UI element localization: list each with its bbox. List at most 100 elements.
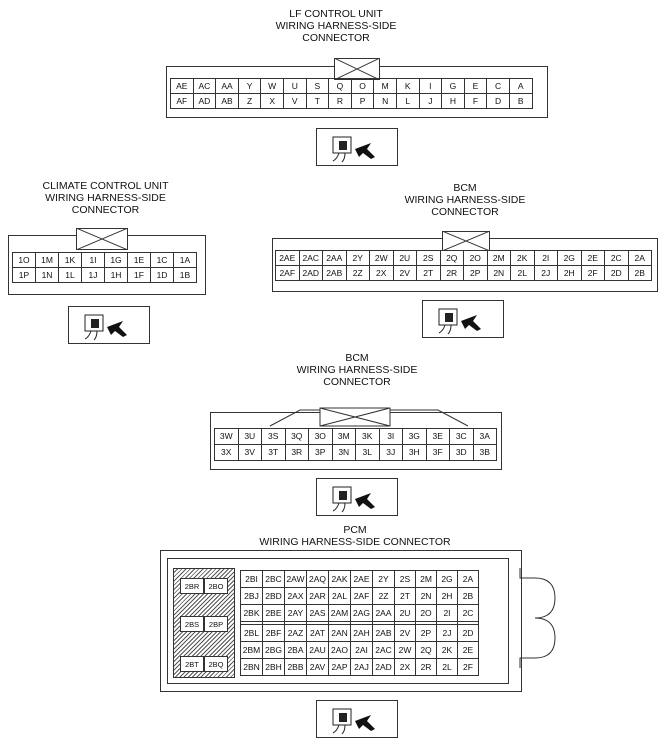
pin-cell: AE — [171, 79, 194, 94]
pin-cell: 2B — [458, 588, 479, 605]
pin-cell: 2P — [416, 625, 437, 642]
pin-cell: 2AY — [285, 605, 307, 622]
pin-cell: 2AM — [329, 605, 351, 622]
pin-cell: 2T — [417, 266, 441, 281]
climate-lock-icon — [76, 228, 128, 250]
pin-row-gap — [241, 622, 263, 625]
pin-cell: 2AZ — [285, 625, 307, 642]
pin-cell: AB — [216, 94, 239, 109]
pin-cell: 2J — [534, 266, 558, 281]
lf-view-arrow-icon — [316, 128, 398, 166]
pin-cell: 2AK — [329, 571, 351, 588]
pin-cell: 2AJ — [351, 659, 373, 676]
pin-cell: 2X — [370, 266, 394, 281]
pin-cell: 1L — [59, 268, 82, 283]
pin-cell: 2BF — [263, 625, 285, 642]
pin-cell: A — [509, 79, 533, 94]
pin-cell: 2AU — [307, 642, 329, 659]
pin-cell: H — [442, 94, 465, 109]
pin-cell: N — [374, 94, 397, 109]
pin-cell: 2AG — [351, 605, 373, 622]
pin-cell: 2BI — [241, 571, 263, 588]
pin-cell: 2E — [458, 642, 479, 659]
pin-cell: 1J — [82, 268, 105, 283]
pin-row-gap — [458, 622, 479, 625]
pin-cell: J — [419, 94, 443, 109]
pin-cell: 1I — [82, 253, 105, 268]
bcm2-view-arrow-icon — [316, 478, 398, 516]
pin-cell: 2AA — [373, 605, 395, 622]
pin-cell: AF — [171, 94, 194, 109]
pin-cell: 2AV — [307, 659, 329, 676]
pin-cell: 2S — [417, 251, 441, 266]
pin-cell: Q — [329, 79, 352, 94]
climate-title: CLIMATE CONTROL UNIT WIRING HARNESS-SIDE… — [42, 180, 169, 216]
pin-cell: 1C — [151, 253, 174, 268]
pin-cell: 2AB — [323, 266, 347, 281]
pin-cell: 2R — [416, 659, 437, 676]
pin-cell: 3D — [450, 445, 474, 461]
pin-cell: 2Q — [440, 251, 464, 266]
bcm1-title: BCM WIRING HARNESS-SIDE CONNECTOR — [404, 182, 526, 218]
pin-cell: 1F — [128, 268, 151, 283]
pin-cell: 2U — [393, 251, 417, 266]
pin-cell: 1N — [36, 268, 59, 283]
pin-cell: 2E — [581, 251, 605, 266]
pin-cell: 1M — [36, 253, 59, 268]
pin-cell: 2AF — [276, 266, 300, 281]
pin-row-gap — [373, 622, 395, 625]
pin-cell: 2AO — [329, 642, 351, 659]
pin-cell: 1A — [174, 253, 197, 268]
pcm-side-latch — [519, 568, 556, 668]
pin-cell: 2Y — [373, 571, 395, 588]
pin-row-gap — [307, 622, 329, 625]
pin-cell: 2AD — [299, 266, 323, 281]
pin-cell: 2O — [464, 251, 488, 266]
bcm2-title: BCM WIRING HARNESS-SIDE CONNECTOR — [296, 352, 418, 388]
pin-row-gap — [437, 622, 458, 625]
pin-cell: 2T — [395, 588, 416, 605]
pin-cell: 2Z — [346, 266, 370, 281]
pin-cell: 2Y — [346, 251, 370, 266]
pin-cell: 1B — [174, 268, 197, 283]
pin-cell: 2M — [416, 571, 437, 588]
pin-cell: 3X — [215, 445, 239, 461]
pin-cell: 1E — [128, 253, 151, 268]
pin-cell: 2AE — [276, 251, 300, 266]
pin-cell: Y — [238, 79, 262, 94]
pin-row-gap — [285, 622, 307, 625]
pcm-left-pin: 2BS — [180, 616, 204, 632]
pin-cell: 2AW — [285, 571, 307, 588]
pin-cell: 2AC — [373, 642, 395, 659]
pin-cell: 1G — [105, 253, 128, 268]
pin-cell: 2BD — [263, 588, 285, 605]
pin-cell: 3A — [473, 429, 497, 445]
pin-cell: 2B — [628, 266, 652, 281]
pin-cell: 3F — [426, 445, 450, 461]
pin-row-gap — [329, 622, 351, 625]
pcm-left-pin: 2BP — [204, 616, 228, 632]
pin-cell: R — [329, 94, 352, 109]
pin-cell: T — [306, 94, 330, 109]
pin-cell: 2AL — [329, 588, 351, 605]
pin-cell: 3J — [379, 445, 403, 461]
pin-cell: 3Q — [285, 429, 309, 445]
pin-cell: 2K — [437, 642, 458, 659]
pin-cell: 2BG — [263, 642, 285, 659]
pin-cell: 2AX — [285, 588, 307, 605]
pin-cell: L — [396, 94, 420, 109]
pin-cell: C — [487, 79, 510, 94]
pin-cell: 2I — [534, 251, 558, 266]
pin-cell: F — [464, 94, 488, 109]
pin-cell: 2M — [487, 251, 511, 266]
pin-cell: 2BE — [263, 605, 285, 622]
pin-cell: M — [374, 79, 397, 94]
pin-cell: S — [306, 79, 330, 94]
pin-cell: 2BJ — [241, 588, 263, 605]
pin-cell: 2L — [511, 266, 535, 281]
pin-cell: X — [261, 94, 284, 109]
pin-cell: 2AR — [307, 588, 329, 605]
